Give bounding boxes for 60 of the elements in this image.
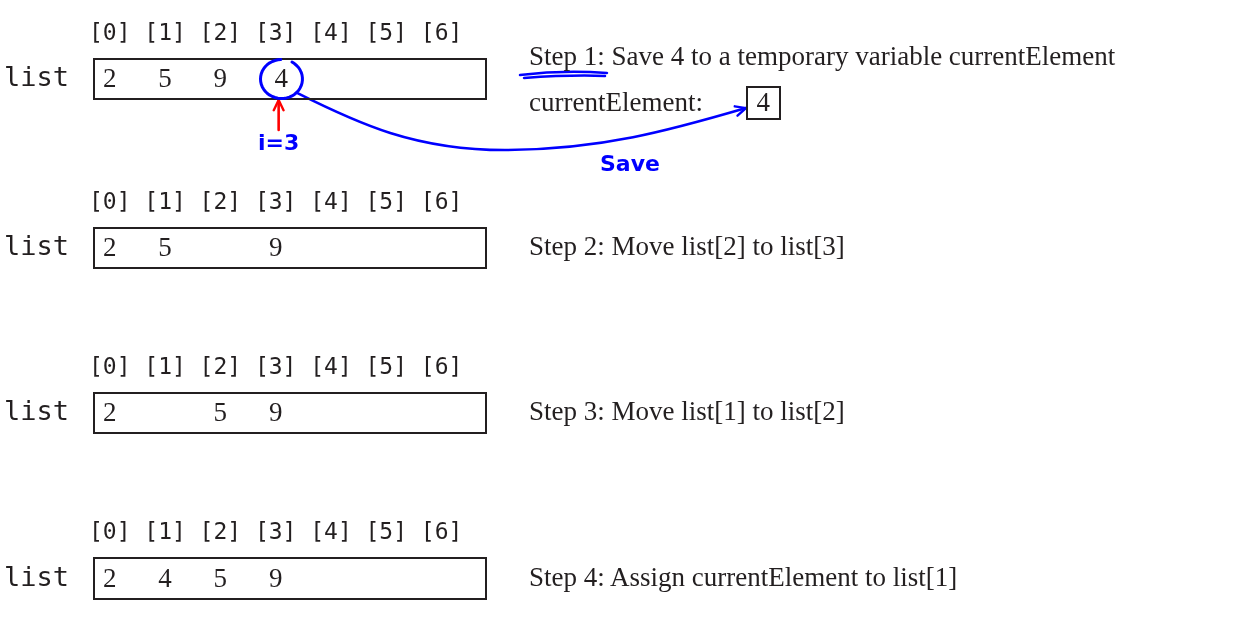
arrow [272, 98, 285, 132]
array-box [93, 557, 487, 600]
index-label: [0] [89, 518, 131, 544]
index-label: [6] [420, 19, 463, 45]
index-label: [3] [254, 188, 297, 214]
index-label: [0] [89, 353, 131, 379]
index-label: [4] [310, 19, 352, 45]
index-label: [0] [89, 19, 131, 45]
index-label: [1] [144, 518, 186, 544]
index-label: [5] [365, 353, 408, 379]
step-description: Step 4: Assign currentElement to list[1] [529, 561, 958, 593]
array-value: 5 [213, 397, 228, 428]
index-label: [3] [254, 19, 297, 45]
index-label: [1] [144, 353, 186, 379]
step-description: Step 1: Save 4 to a temporary variable currentElement [529, 41, 1116, 72]
index-label: [1] [144, 19, 186, 45]
array-box [93, 58, 487, 100]
pointer-label: i=3 [258, 130, 300, 156]
index-label: [2] [199, 188, 242, 214]
index-label: [1] [144, 188, 186, 214]
variable-box [746, 86, 781, 120]
array-value: 9 [268, 232, 283, 263]
index-label: [4] [310, 518, 352, 544]
array-value: 5 [213, 562, 228, 594]
index-label: [2] [199, 353, 242, 379]
index-label: [4] [310, 353, 352, 379]
index-label: [5] [365, 518, 408, 544]
array-value: 5 [158, 63, 172, 94]
step-description: Step 3: Move list[1] to list[2] [529, 396, 845, 427]
step-description: Step 2: Move list[2] to list[3] [529, 231, 845, 262]
array-name: list [4, 560, 70, 592]
index-label: [4] [310, 188, 352, 214]
array-value: 2 [103, 63, 117, 94]
array-value: 9 [268, 562, 283, 594]
array-value: 5 [158, 232, 172, 263]
index-label: [3] [254, 518, 297, 544]
array-value: 9 [213, 63, 228, 94]
array-name: list [4, 230, 70, 261]
array-name: list [4, 61, 70, 92]
array-value: 4 [274, 63, 288, 94]
index-label: [0] [89, 188, 131, 214]
index-label: [2] [199, 19, 242, 45]
array-box [93, 392, 487, 434]
variable-name: currentElement: [529, 87, 703, 118]
array-box [93, 227, 487, 269]
array-value: 2 [103, 562, 117, 594]
array-value: 9 [268, 397, 283, 428]
index-label: [6] [420, 188, 463, 214]
index-label: [6] [420, 518, 463, 544]
index-label: [3] [254, 353, 297, 379]
index-label: [5] [365, 188, 408, 214]
index-label: [5] [365, 19, 408, 45]
array-value: 4 [158, 562, 172, 594]
arrow [296, 92, 748, 152]
variable-value: 4 [756, 87, 770, 118]
index-label: [2] [199, 518, 242, 544]
array-value: 2 [103, 232, 117, 263]
array-name: list [4, 395, 70, 426]
array-value: 2 [103, 397, 117, 428]
index-label: [6] [420, 353, 463, 379]
